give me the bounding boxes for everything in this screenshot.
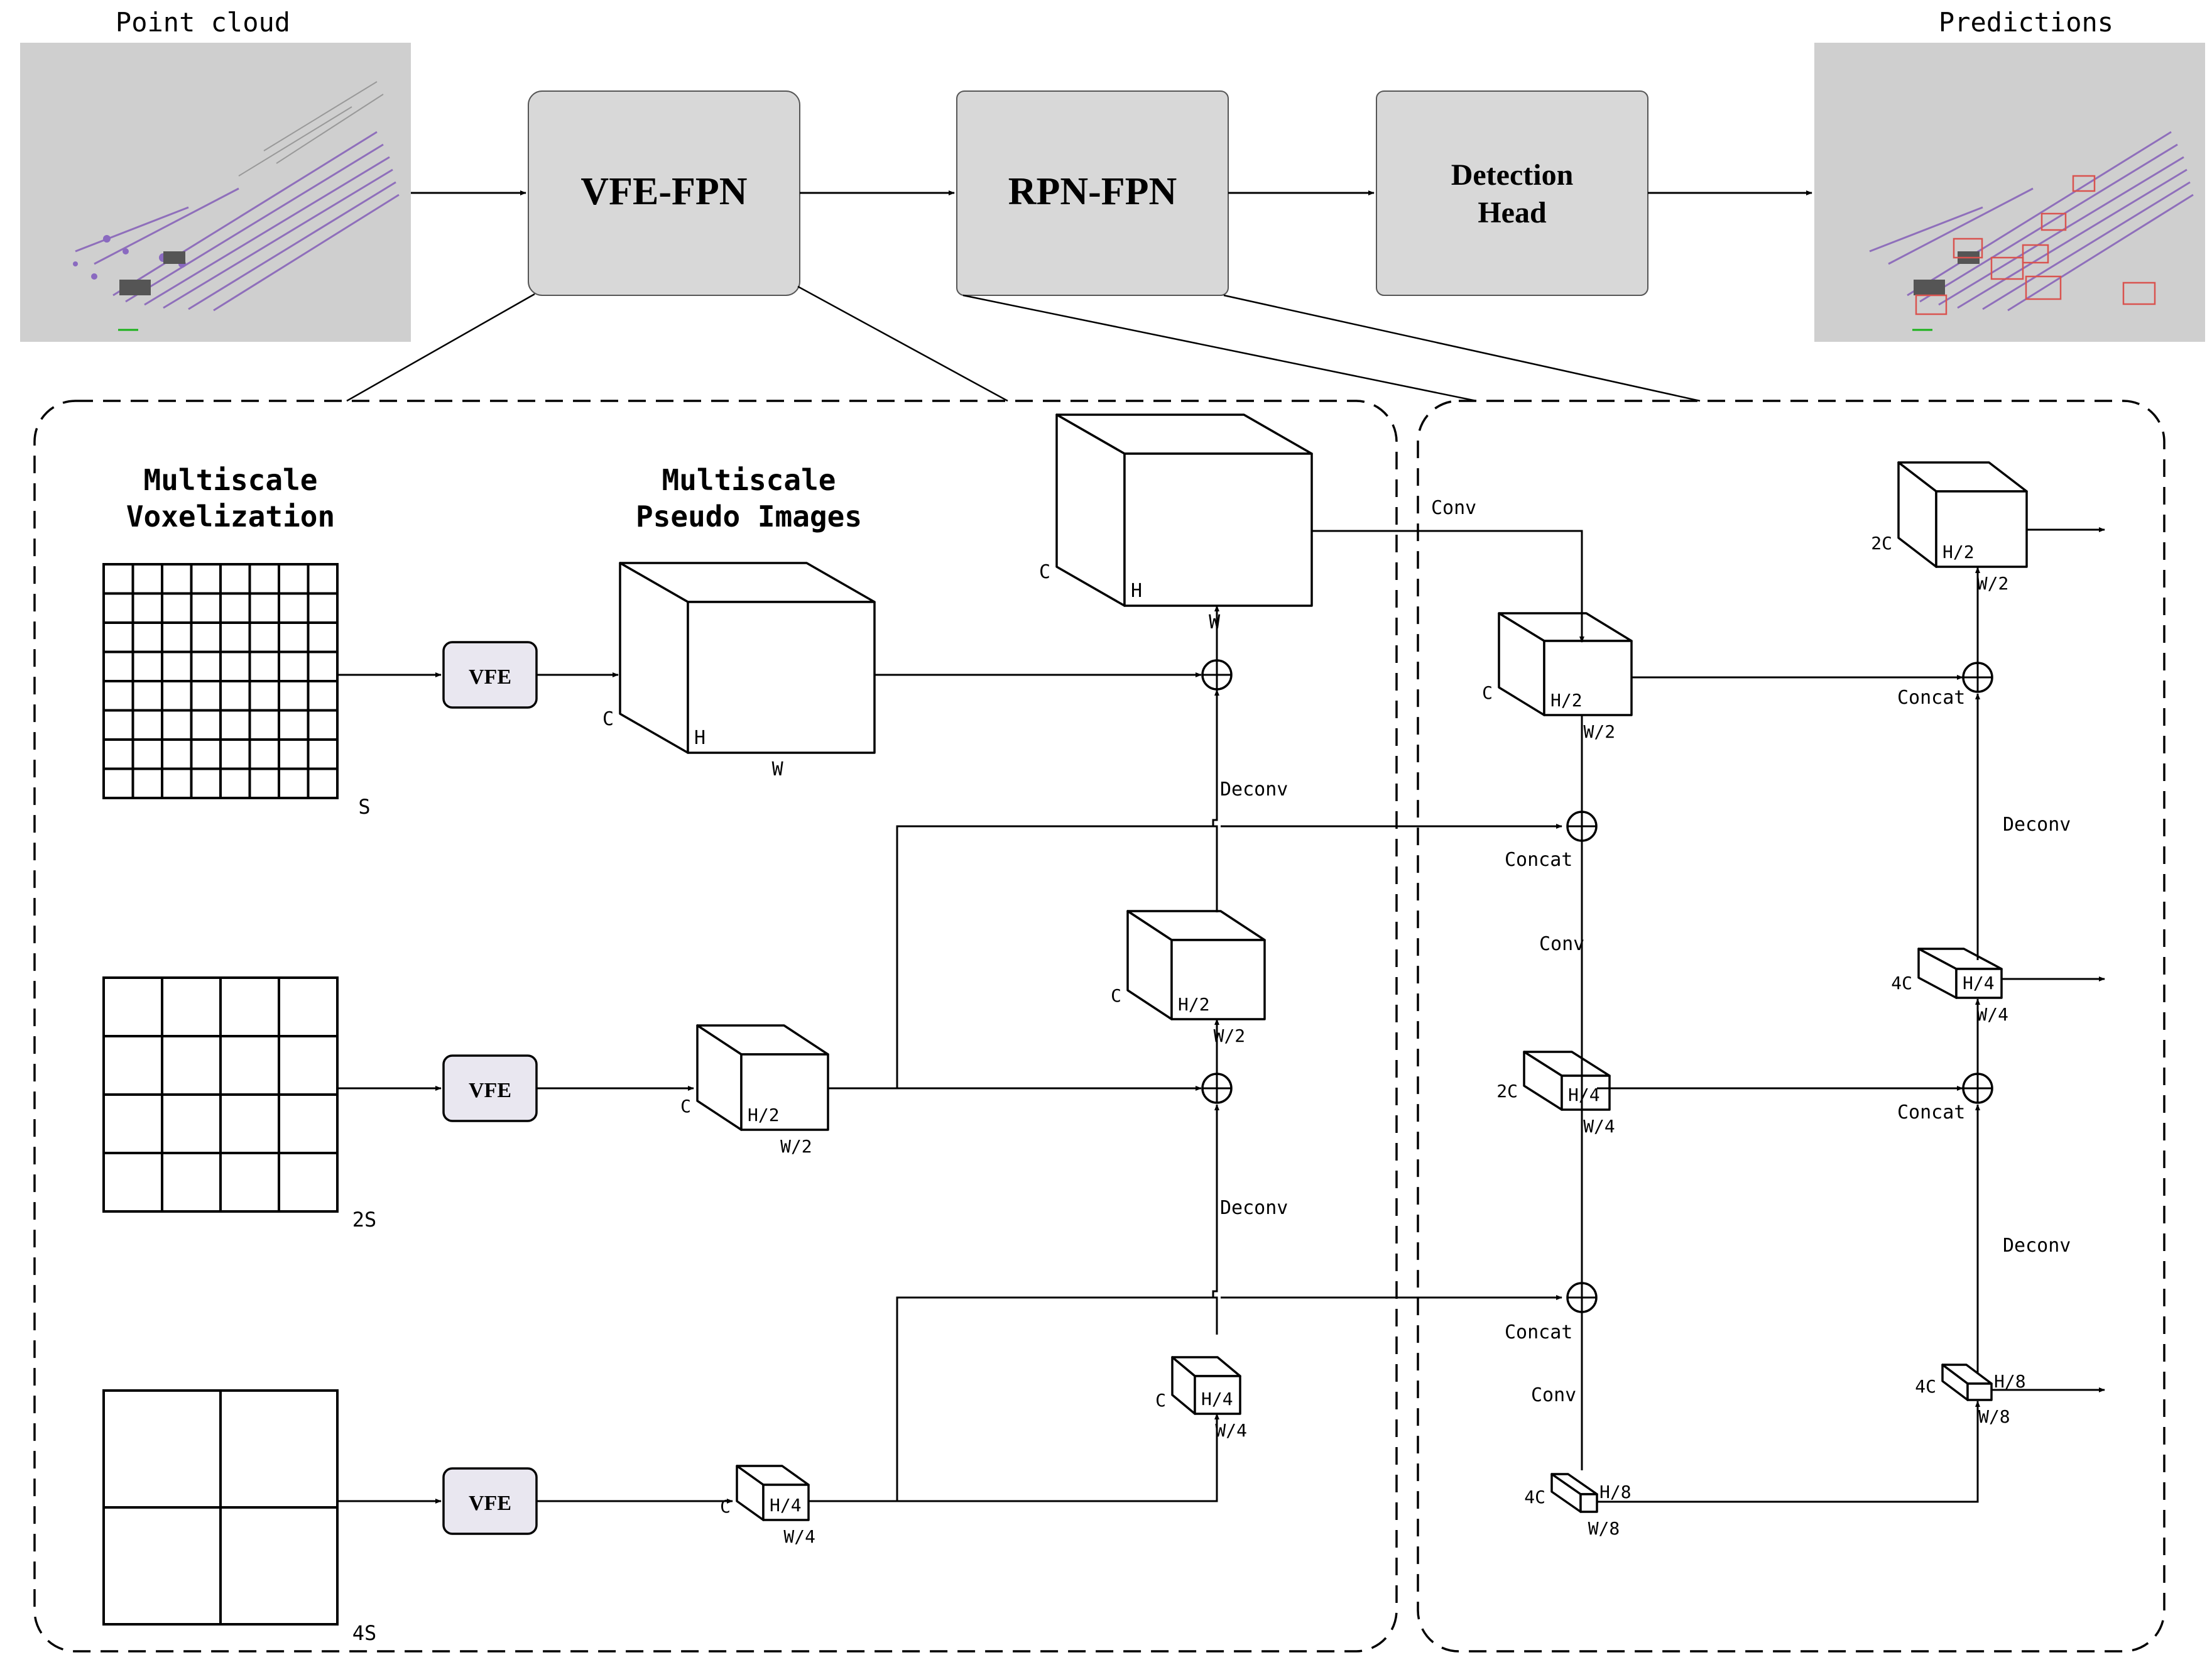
deconv-label-rpn-2: Deconv <box>2003 1235 2071 1257</box>
sum-node-2 <box>1201 1073 1233 1104</box>
zoom-lines <box>346 285 1701 402</box>
deconv-label-2: Deconv <box>1220 1197 1288 1219</box>
cube-pseudo-2-c-label: C <box>680 1096 691 1117</box>
cube-fpn-top-c-label: C <box>1039 561 1050 583</box>
cube-pseudo-3-c-label: C <box>720 1496 731 1517</box>
cube-pseudo-3: H/4 C W/4 <box>720 1465 815 1547</box>
cube-rpn-out-2: H/4 4C W/4 <box>1891 948 2008 1025</box>
cube-rpn-out-3-c-label: 4C <box>1915 1376 1936 1397</box>
cube-fpn-low-w-label: W/4 <box>1215 1420 1247 1441</box>
deconv-label-rpn-1: Deconv <box>2003 814 2071 836</box>
vfe-label-1: VFE <box>469 665 511 689</box>
grid-label-2s: 2S <box>352 1208 377 1232</box>
vfe-label-2: VFE <box>469 1079 511 1102</box>
vfe-box-3: VFE <box>442 1467 538 1535</box>
vfe-panel-arrows <box>337 530 1584 1504</box>
cube-fpn-top-h-label: H <box>1131 580 1142 602</box>
cube-pseudo-2-w-label: W/2 <box>780 1136 812 1157</box>
cube-pseudo-1: H C W <box>602 562 876 780</box>
cube-rpn-in-1-w-label: W/2 <box>1584 721 1616 742</box>
voxelization-title-1: Multiscale <box>144 463 318 497</box>
cube-rpn-out-3-h-label: H/8 <box>1994 1371 2026 1392</box>
cube-fpn-low: H/4 C W/4 <box>1155 1356 1247 1441</box>
cube-rpn-out-1-w-label: W/2 <box>1977 573 2009 594</box>
concat-label-3: Concat <box>1897 687 1965 709</box>
voxel-grid-2s <box>102 976 339 1213</box>
voxel-grid-s <box>102 563 339 799</box>
cube-rpn-out-2-c-label: 4C <box>1891 973 1912 993</box>
sum-node-6 <box>1962 1073 1993 1104</box>
cube-pseudo-1-w-label: W <box>772 758 784 780</box>
voxel-grid-4s <box>102 1389 339 1626</box>
cube-fpn-top-w-label: W <box>1209 611 1221 633</box>
concat-label-1: Concat <box>1505 849 1572 871</box>
vfe-box-2: VFE <box>442 1054 538 1122</box>
detection-head-label-1: Detection <box>1451 158 1574 192</box>
cube-rpn-out-1-h-label: H/2 <box>1942 542 1975 562</box>
grid-label-s: S <box>358 795 370 819</box>
conv-label-top: Conv <box>1431 497 1476 519</box>
vfe-label-3: VFE <box>469 1492 511 1515</box>
sum-node-5 <box>1962 662 1993 693</box>
predictions-title: Predictions <box>1939 7 2113 38</box>
sum-node-1 <box>1201 659 1233 691</box>
cube-fpn-low-h-label: H/4 <box>1201 1389 1233 1409</box>
voxelization-title-2: Voxelization <box>126 500 335 533</box>
cube-rpn-in-3-w-label: W/8 <box>1588 1518 1620 1539</box>
cube-rpn-in-3: H/8 4C W/8 <box>1524 1473 1632 1539</box>
cube-rpn-in-1-c-label: C <box>1482 682 1493 703</box>
concat-label-4: Concat <box>1897 1101 1965 1123</box>
cube-fpn-low-c-label: C <box>1155 1390 1166 1411</box>
point-cloud-title: Point cloud <box>116 7 290 38</box>
vfe-fpn-panel <box>33 400 1398 1653</box>
pseudo-images-title-1: Multiscale <box>662 463 836 497</box>
vfe-box-1: VFE <box>442 641 538 709</box>
cube-pseudo-1-h-label: H <box>694 727 706 749</box>
point-cloud-image <box>20 43 411 342</box>
cube-pseudo-2: H/2 C W/2 <box>680 1024 829 1157</box>
vfe-fpn-label: VFE-FPN <box>580 170 747 213</box>
cube-fpn-top: H C W <box>1039 413 1313 633</box>
cube-fpn-mid-w-label: W/2 <box>1214 1025 1246 1046</box>
grid-label-4s: 4S <box>352 1621 377 1645</box>
cube-rpn-out-2-w-label: W/4 <box>1976 1004 2008 1025</box>
cube-rpn-in-2-c-label: 2C <box>1496 1081 1518 1101</box>
cube-pseudo-3-h-label: H/4 <box>770 1495 802 1516</box>
cube-fpn-mid-c-label: C <box>1111 985 1121 1006</box>
cube-rpn-out-3: H/8 4C W/8 <box>1915 1364 2026 1427</box>
cube-rpn-out-1: H/2 2C W/2 <box>1871 461 2028 594</box>
cube-pseudo-1-c-label: C <box>602 708 614 730</box>
cube-rpn-in-3-h-label: H/8 <box>1599 1482 1632 1502</box>
cube-rpn-in-2: H/4 2C W/4 <box>1496 1051 1615 1137</box>
cube-rpn-out-1-c-label: 2C <box>1871 533 1892 554</box>
cube-rpn-in-2-w-label: W/4 <box>1583 1116 1615 1137</box>
pseudo-images-title-2: Pseudo Images <box>636 500 862 533</box>
cube-rpn-in-3-c-label: 4C <box>1524 1487 1545 1507</box>
cube-rpn-in-2-h-label: H/4 <box>1568 1085 1600 1105</box>
sum-nodes <box>1201 659 1993 1313</box>
conv-label-mid: Conv <box>1539 933 1584 955</box>
feature-map-cubes: HCWH/2CW/2H/4CW/4HCWH/2CW/2H/4CW/4H/2CW/… <box>602 413 2028 1547</box>
cube-rpn-out-3-w-label: W/8 <box>1978 1406 2010 1427</box>
predictions-image <box>1814 43 2205 342</box>
cube-rpn-in-1: H/2 C W/2 <box>1482 612 1633 742</box>
cube-pseudo-3-w-label: W/4 <box>783 1526 815 1547</box>
conv-label-bottom: Conv <box>1531 1384 1576 1406</box>
deconv-label-1: Deconv <box>1220 779 1288 801</box>
cube-pseudo-2-h-label: H/2 <box>748 1105 780 1125</box>
rpn-fpn-label: RPN-FPN <box>1008 170 1177 213</box>
cube-fpn-mid: H/2 C W/2 <box>1111 910 1266 1046</box>
cube-rpn-in-1-h-label: H/2 <box>1550 690 1583 711</box>
detection-head-label-2: Head <box>1478 196 1547 229</box>
concat-label-2: Concat <box>1505 1321 1572 1343</box>
detection-head-block <box>1376 90 1648 296</box>
cube-fpn-mid-h-label: H/2 <box>1178 994 1210 1015</box>
rpn-fpn-panel <box>1417 400 2166 1653</box>
rpn-panel-arrows <box>1581 527 2105 1503</box>
cube-rpn-out-2-h-label: H/4 <box>1963 973 1995 993</box>
